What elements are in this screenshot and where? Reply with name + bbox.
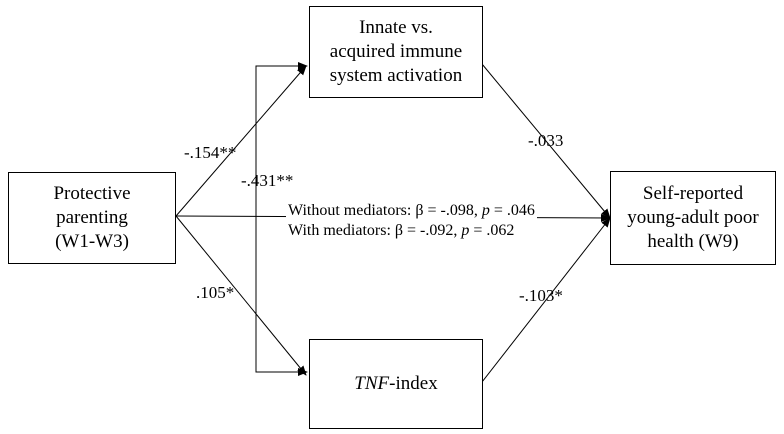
direct-with-p: p xyxy=(461,222,470,239)
mediator-top-box: Innate vs. acquired immune system activa… xyxy=(309,6,483,98)
mediator-bottom-box: TNF-index xyxy=(309,339,483,429)
path-b-bottom-line xyxy=(481,217,611,383)
path-a-bottom-line xyxy=(175,215,307,376)
mediator-top-line-3: system activation xyxy=(329,65,463,86)
path-b-bottom-label: -.103* xyxy=(519,286,563,305)
predictor-line-2: parenting xyxy=(56,207,128,228)
direct-with-prefix: With mediators: β = -.092, xyxy=(288,222,462,239)
direct-without-prefix: Without mediators: β = -.098, xyxy=(288,202,482,219)
path-a-bottom-label: .105* xyxy=(196,283,235,302)
direct-effect-without: Without mediators: β = -.098, p = .046 xyxy=(286,202,537,220)
mediator-corr-label: -.431** xyxy=(241,171,294,190)
mediator-bottom-italic: TNF xyxy=(354,373,390,394)
mediator-top-line-2: acquired immune xyxy=(329,41,463,62)
predictor-box: Protective parenting (W1-W3) xyxy=(8,172,176,264)
path-b-top-label: -.033 xyxy=(528,131,564,150)
outcome-line-1: Self-reported xyxy=(642,183,744,204)
direct-without-suffix: = .046 xyxy=(489,202,535,219)
predictor-line-3: (W1-W3) xyxy=(55,231,129,252)
direct-without-p: p xyxy=(481,202,490,219)
path-a-top-label: -.154** xyxy=(184,143,237,162)
path-a-top-line xyxy=(175,65,307,217)
outcome-line-2: young-adult poor xyxy=(627,207,759,228)
mediator-bottom-label: TNF-index xyxy=(354,372,437,396)
predictor-line-1: Protective xyxy=(53,183,131,204)
direct-effect-with: With mediators: β = -.092, p = .062 xyxy=(286,222,517,240)
path-b-top-line xyxy=(481,63,611,219)
direct-with-suffix: = .062 xyxy=(469,222,515,239)
mediator-top-line-1: Innate vs. xyxy=(359,17,433,38)
outcome-line-3: health (W9) xyxy=(647,231,739,252)
mediator-bottom-text: -index xyxy=(389,373,438,394)
outcome-box: Self-reported young-adult poor health (W… xyxy=(610,171,776,265)
